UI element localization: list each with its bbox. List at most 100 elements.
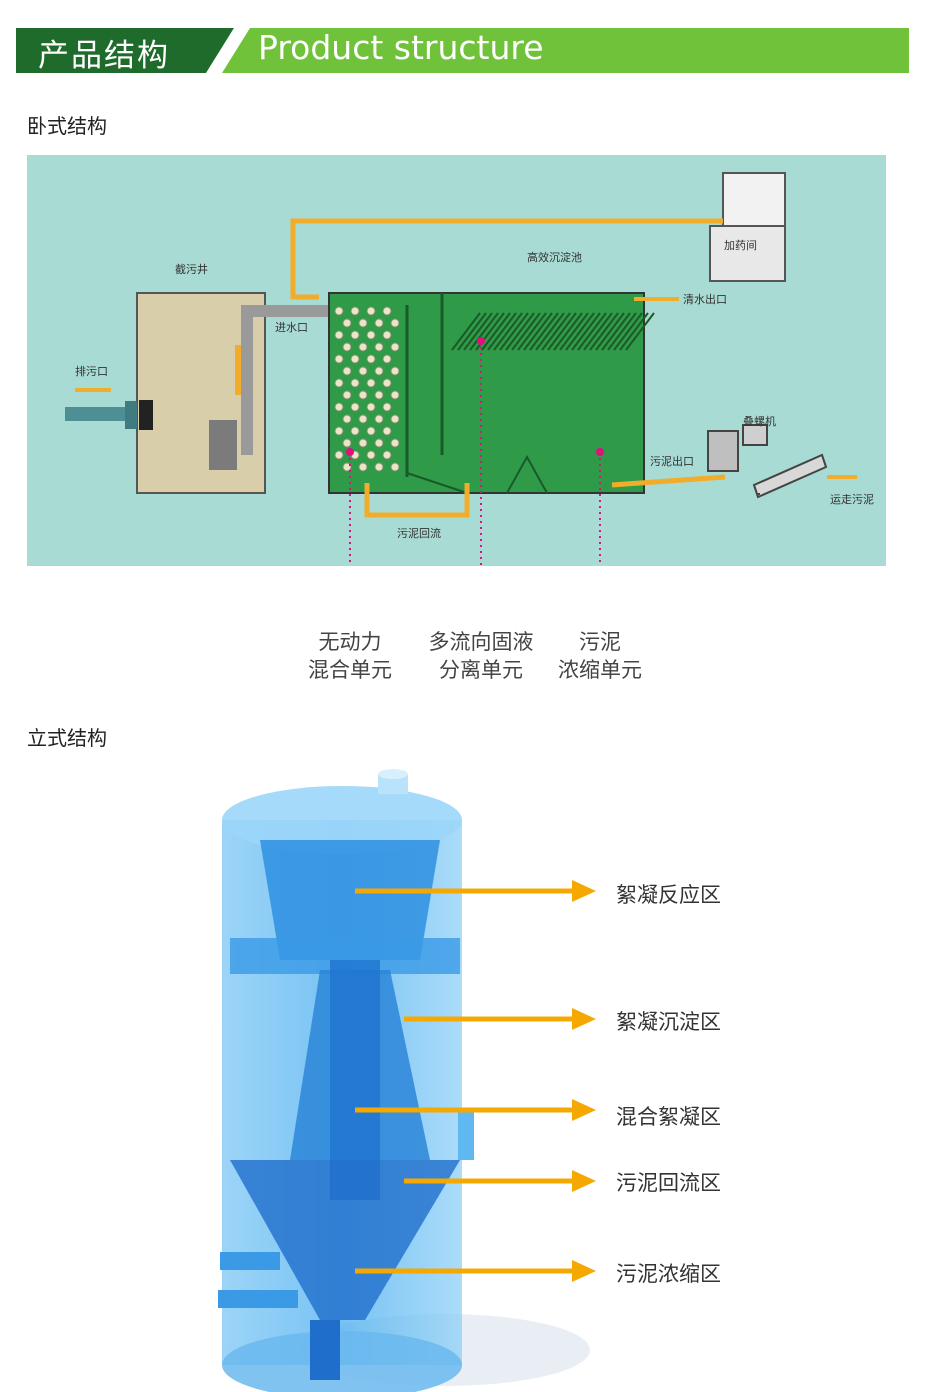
mixing-bubble: [390, 366, 400, 376]
mixing-bubble: [382, 306, 392, 316]
screen: [139, 400, 153, 430]
horizontal-diagram: 加药间 截污井 排污口 进水口 高效沉淀池 污泥回流 清水出口 污泥出口 叠螺机…: [27, 155, 886, 566]
side-flange: [458, 1110, 474, 1160]
inclined-plate: [493, 312, 523, 351]
mixing-bubble: [350, 378, 360, 388]
section-title-vertical: 立式结构: [27, 726, 107, 750]
mixing-bubble: [334, 402, 344, 412]
mixing-bubble: [358, 342, 368, 352]
clear-outlet-label: 清水出口: [683, 292, 727, 306]
zone-label-sludge-return: 污泥回流区: [616, 1171, 721, 1195]
section-title-horizontal: 卧式结构: [27, 114, 107, 138]
callout-mixing-line2: 混合单元: [308, 658, 392, 682]
inclined-plate: [541, 312, 571, 351]
zone-label-sludge-thickening: 污泥浓缩区: [616, 1262, 721, 1286]
mixing-bubble: [334, 354, 344, 364]
inclined-plate: [463, 312, 493, 351]
bottom-pipe: [310, 1320, 340, 1380]
mixing-bubble: [358, 366, 368, 376]
inclined-plate: [595, 312, 625, 351]
mixing-bubble: [366, 450, 376, 460]
drain-inlet-label: 排污口: [75, 364, 108, 378]
mixing-bubble: [366, 426, 376, 436]
inclined-plate: [481, 312, 511, 351]
mixing-bubble: [334, 426, 344, 436]
mixing-bubble: [390, 342, 400, 352]
inclined-plate: [565, 312, 595, 351]
side-pipe-1: [220, 1252, 280, 1270]
inclined-plate: [607, 312, 637, 351]
mixing-bubble: [366, 378, 376, 388]
screw-press-label: 叠螺机: [743, 414, 776, 428]
callout-separation-line2: 分离单元: [439, 658, 523, 682]
callout-separation-line1: 多流向固液: [428, 630, 534, 654]
side-pipe-2: [218, 1290, 298, 1308]
inclined-plate: [523, 312, 553, 351]
zone-arrow-head: [572, 1170, 596, 1192]
riser-pipe: [241, 305, 253, 455]
mixing-bubble: [350, 354, 360, 364]
header-title-cn: 产品结构: [38, 38, 170, 74]
inclined-plate: [535, 312, 565, 351]
inclined-plate: [517, 312, 547, 351]
zone-arrow-head: [572, 1099, 596, 1121]
pump: [209, 420, 237, 470]
tank-label: 高效沉淀池: [527, 250, 582, 264]
dosing-label: 加药间: [724, 239, 757, 252]
callout-markers: [346, 337, 604, 566]
vessel-bottom: [222, 1331, 462, 1392]
inclined-plate: [589, 312, 619, 351]
inclined-plate: [613, 312, 643, 351]
callout-mixing-unit: 无动力 混合单元: [292, 628, 408, 684]
mixing-bubble: [374, 438, 384, 448]
mixing-bubble: [382, 450, 392, 460]
zone-arrow-head: [572, 1260, 596, 1282]
mixing-bubble: [366, 306, 376, 316]
mixing-bubble: [366, 354, 376, 364]
reaction-cone: [260, 840, 440, 960]
mixing-bubble: [342, 438, 352, 448]
inclined-plate: [571, 312, 601, 351]
inclined-plate: [487, 312, 517, 351]
mixing-bubble: [374, 366, 384, 376]
inclined-plate: [457, 312, 487, 351]
vertical-vessel-diagram: [218, 769, 590, 1392]
mixing-bubble: [374, 390, 384, 400]
mixing-bubble: [366, 330, 376, 340]
inclined-plate: [499, 312, 529, 351]
zone-label-mixing-flocculation: 混合絮凝区: [616, 1105, 721, 1129]
mixing-bubble: [334, 306, 344, 316]
inclined-plate: [553, 312, 583, 351]
inclined-plate: [577, 312, 607, 351]
drain-inlet-arrow: [75, 388, 111, 392]
mixing-bubble: [390, 462, 400, 472]
mixing-bubble: [374, 462, 384, 472]
inclined-plate: [619, 312, 649, 351]
dosing-pipe: [290, 218, 723, 300]
mixing-bubble: [374, 414, 384, 424]
inclined-plates: [451, 312, 655, 351]
screw-press: [752, 453, 828, 499]
disposal-label: 运走污泥: [830, 493, 874, 506]
inclined-plate: [505, 312, 535, 351]
top-nozzle: [378, 774, 408, 794]
sludge-outlet-label: 污泥出口: [650, 454, 694, 468]
mixing-bubble: [382, 378, 392, 388]
feed-pipe: [253, 305, 329, 317]
inclined-plate: [451, 312, 481, 351]
mixing-bubble: [334, 330, 344, 340]
zone-arrows: [355, 880, 596, 1282]
mixing-bubble: [358, 438, 368, 448]
mixing-bubble: [358, 414, 368, 424]
vessel-top: [222, 786, 462, 854]
mixing-bubble: [374, 342, 384, 352]
mixing-bubble: [390, 390, 400, 400]
mixing-bubble: [358, 318, 368, 328]
zone-arrow-head: [572, 1008, 596, 1030]
mixing-bubble: [342, 366, 352, 376]
mixing-bubble: [390, 318, 400, 328]
zone-label-flocculation-settling: 絮凝沉淀区: [616, 1010, 721, 1034]
inclined-plate: [529, 312, 559, 351]
inclined-plate: [601, 312, 631, 351]
mixing-bubble: [342, 414, 352, 424]
